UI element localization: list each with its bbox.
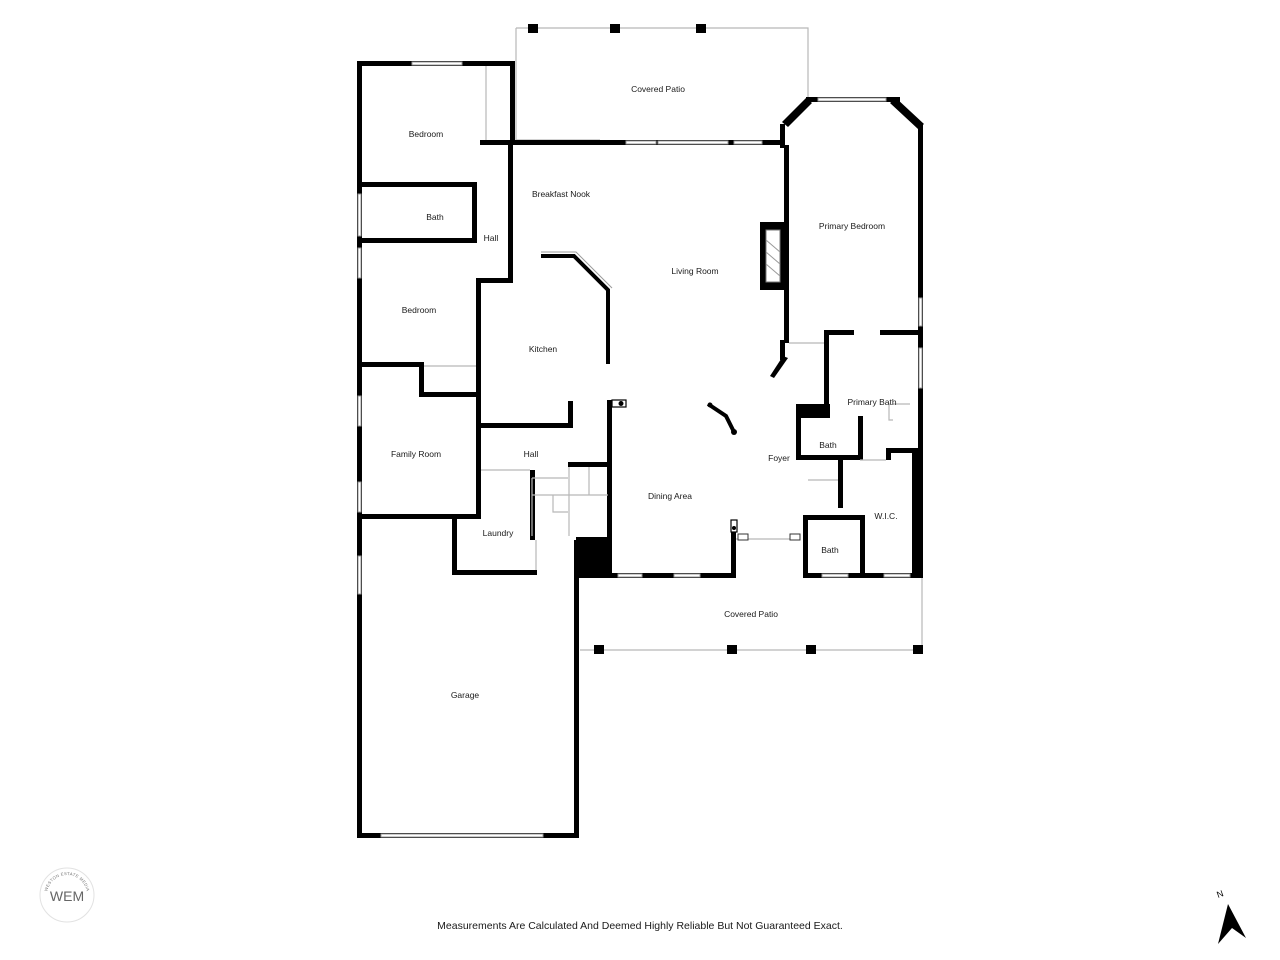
- room-label-hall-1: Hall: [484, 233, 499, 243]
- room-label-breakfast-nook: Breakfast Nook: [532, 189, 591, 199]
- exterior-walls: [357, 61, 924, 838]
- patio-posts-bottom: [594, 645, 923, 654]
- windows: [357, 61, 923, 838]
- room-label-covered-patio-bottom: Covered Patio: [724, 609, 778, 619]
- fireplace: [760, 222, 784, 290]
- room-label-bedroom-1: Bedroom: [409, 129, 444, 139]
- north-arrow-icon: N: [1215, 888, 1246, 944]
- room-label-living-room: Living Room: [671, 266, 718, 276]
- room-label-foyer: Foyer: [768, 453, 790, 463]
- room-label-primary-bath: Primary Bath: [847, 397, 896, 407]
- room-label-kitchen: Kitchen: [529, 344, 558, 354]
- room-label-family-room: Family Room: [391, 449, 441, 459]
- room-label-bath-3: Bath: [821, 545, 839, 555]
- interior-walls-right: [770, 145, 922, 575]
- covered-patio-bottom-outline: [580, 575, 923, 651]
- wem-logo: WESTON ESTATE MEDIA WEM: [39, 867, 95, 923]
- logo-monogram: WEM: [50, 888, 84, 904]
- room-label-covered-patio-top: Covered Patio: [631, 84, 685, 94]
- room-label-dining-area: Dining Area: [648, 491, 692, 501]
- interior-details: [424, 66, 608, 570]
- north-label: N: [1215, 888, 1225, 900]
- room-label-bedroom-2: Bedroom: [402, 305, 437, 315]
- room-label-wic: W.I.C.: [874, 511, 897, 521]
- room-label-laundry: Laundry: [483, 528, 514, 538]
- room-labels: Covered Patio Bedroom Breakfast Nook Bat…: [391, 84, 898, 700]
- room-label-bath-1: Bath: [426, 212, 444, 222]
- interior-walls-left: [357, 140, 612, 575]
- room-label-bath-2: Bath: [819, 440, 837, 450]
- room-label-primary-bedroom: Primary Bedroom: [819, 221, 885, 231]
- room-label-garage: Garage: [451, 690, 480, 700]
- room-label-hall-2: Hall: [524, 449, 539, 459]
- columns: [611, 399, 738, 533]
- kitchen-counter: [541, 251, 613, 364]
- interior-details-right: [736, 342, 910, 541]
- disclaimer-text: Measurements Are Calculated And Deemed H…: [437, 920, 843, 932]
- patio-posts-top: [528, 24, 706, 33]
